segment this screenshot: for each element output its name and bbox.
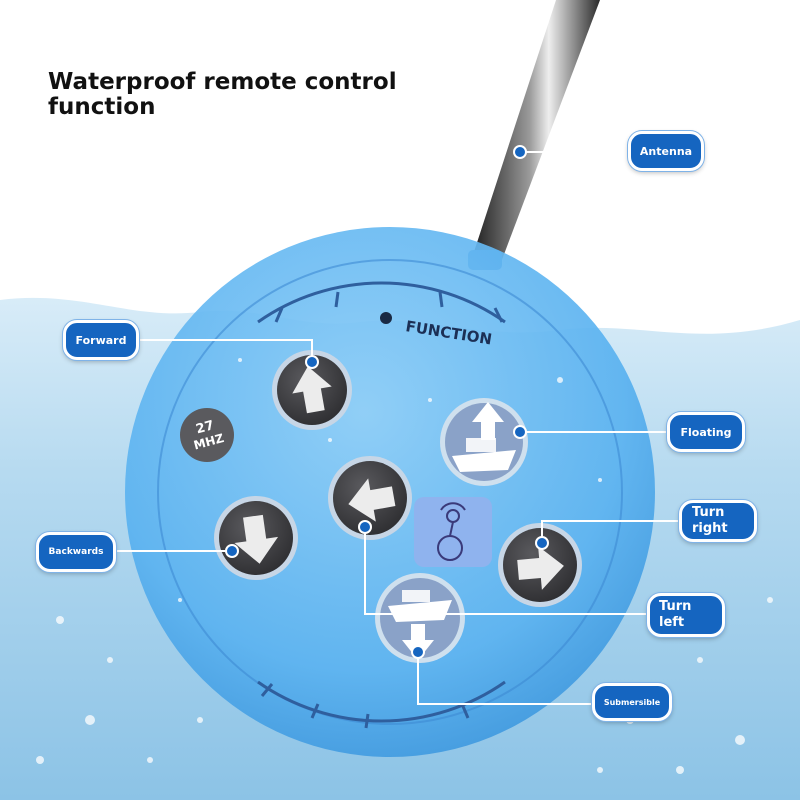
water-bubbles <box>36 358 773 774</box>
callout-connectors <box>116 151 679 705</box>
frequency-badge: 27 MHZ <box>180 408 234 462</box>
headline: Waterproof remote control function <box>48 69 397 120</box>
callout-floating: Floating <box>667 412 745 452</box>
antenna-icon <box>468 0 600 270</box>
callout-antenna: Antenna <box>628 131 704 171</box>
boat-icon <box>388 590 452 660</box>
backwards-button[interactable] <box>214 496 298 580</box>
callout-turn-left: Turn left <box>647 593 725 637</box>
callout-turn-right: Turn right <box>679 500 757 542</box>
turn-right-button[interactable] <box>498 523 582 607</box>
callout-dots <box>225 145 549 659</box>
arrow-left-icon <box>348 478 396 522</box>
submersible-button[interactable] <box>375 573 465 663</box>
callout-submersible: Submersible <box>592 683 672 721</box>
boat-icon <box>452 402 516 472</box>
arrow-right-icon <box>517 546 564 590</box>
signal-badge <box>414 497 492 567</box>
floating-button[interactable] <box>440 398 528 486</box>
status-led <box>380 312 392 324</box>
turn-left-button[interactable] <box>328 456 412 540</box>
callout-backwards: Backwards <box>36 532 116 572</box>
frequency-value: 27 <box>194 418 215 437</box>
arrow-up-icon <box>292 366 332 414</box>
signal-icon <box>437 502 466 561</box>
forward-button[interactable] <box>272 350 352 430</box>
callout-forward: Forward <box>63 320 139 360</box>
arrow-down-icon <box>234 514 279 564</box>
